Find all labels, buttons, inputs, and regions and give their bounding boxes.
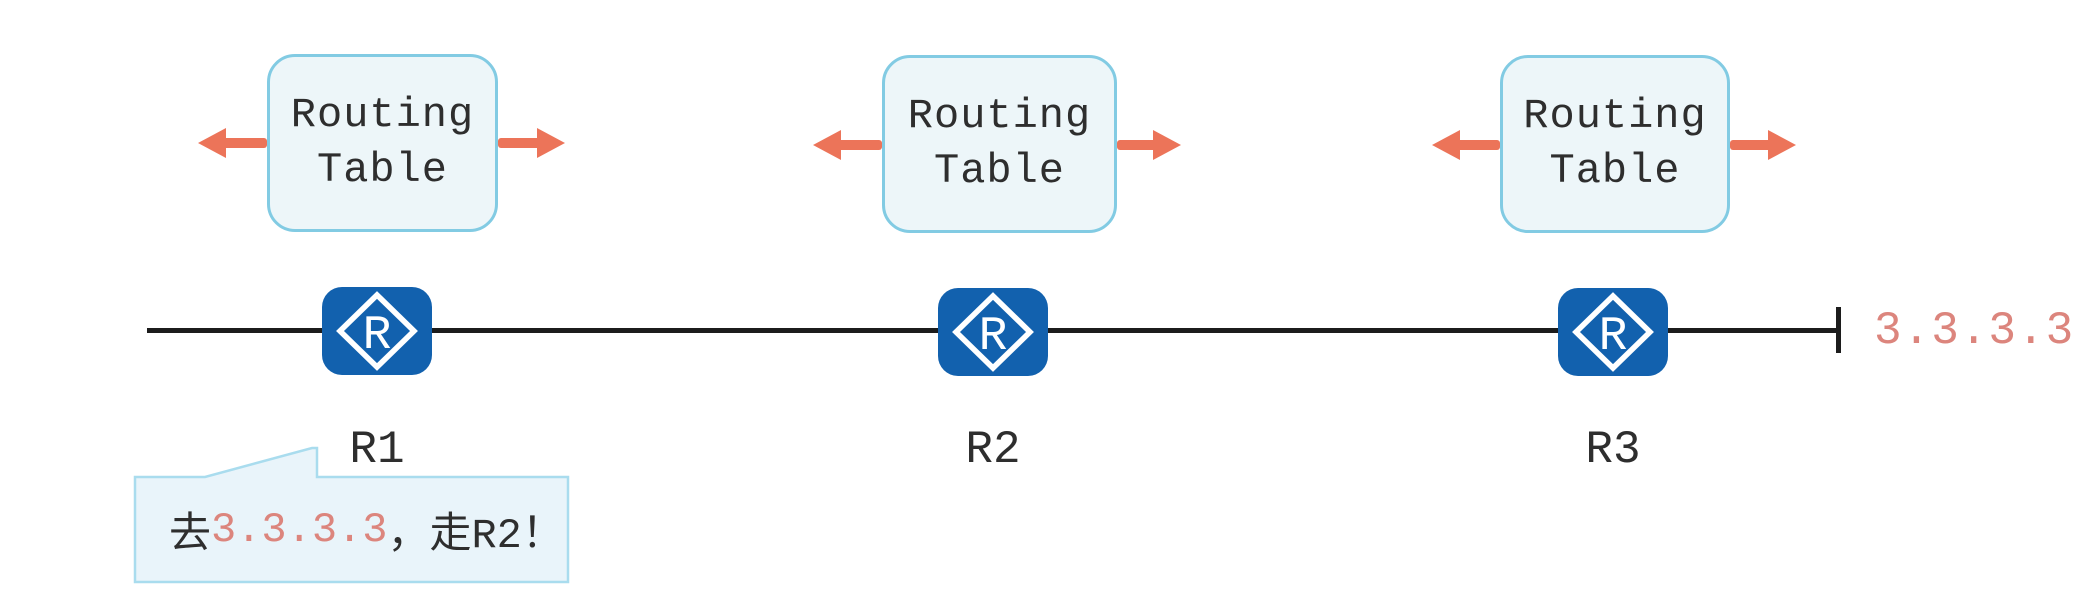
bubble-text-prefix: 去 [169,512,212,560]
routing-table-label-line2: Table [933,147,1066,195]
arrow-left-icon [198,128,267,158]
arrow-shaft [835,140,882,150]
arrow-shaft [220,138,267,148]
diamond-icon [336,291,418,371]
router-icon: R [322,287,432,375]
router-icon-letter: R [363,309,392,363]
router-icon-letter: R [979,310,1008,364]
arrow-left-icon [813,130,882,160]
arrow-left-icon [1432,130,1500,160]
routing-table-label-line2: Table [1549,147,1681,195]
bubble-text-suffix: ，走R2！ [387,512,564,560]
arrow-shaft [1730,140,1774,150]
arrow-right-icon [1117,130,1181,160]
router-icon-letter: R [1599,310,1628,364]
arrow-shaft [1117,140,1159,150]
speech-bubble [133,446,570,584]
router-label-r2: R2 [965,424,1021,476]
arrow-right-icon [1730,130,1796,160]
bubble-text-ip: 3.3.3.3 [211,505,388,554]
router-icon: R [1558,288,1668,376]
arrow-shaft [1454,140,1500,150]
router-label-r1: R1 [349,424,405,476]
diamond-icon [1572,292,1654,372]
routing-table-box-r3: Routing Table [1500,55,1730,233]
routing-table-box-r2: Routing Table [882,55,1117,233]
routing-table-label-line1: Routing [907,92,1092,140]
routing-table-box-r1: Routing Table [267,54,498,232]
routing-table-label-line1: Routing [1523,92,1707,140]
router-label-r3: R3 [1585,424,1641,476]
routing-table-label-line2: Table [316,146,449,194]
diamond-icon [952,292,1034,372]
arrow-right-icon [498,128,565,158]
network-line-end-tick [1836,307,1841,353]
destination-ip-label: 3.3.3.3 [1874,305,2075,357]
routing-table-label-line1: Routing [290,91,475,139]
router-icon: R [938,288,1048,376]
arrow-shaft [498,138,543,148]
